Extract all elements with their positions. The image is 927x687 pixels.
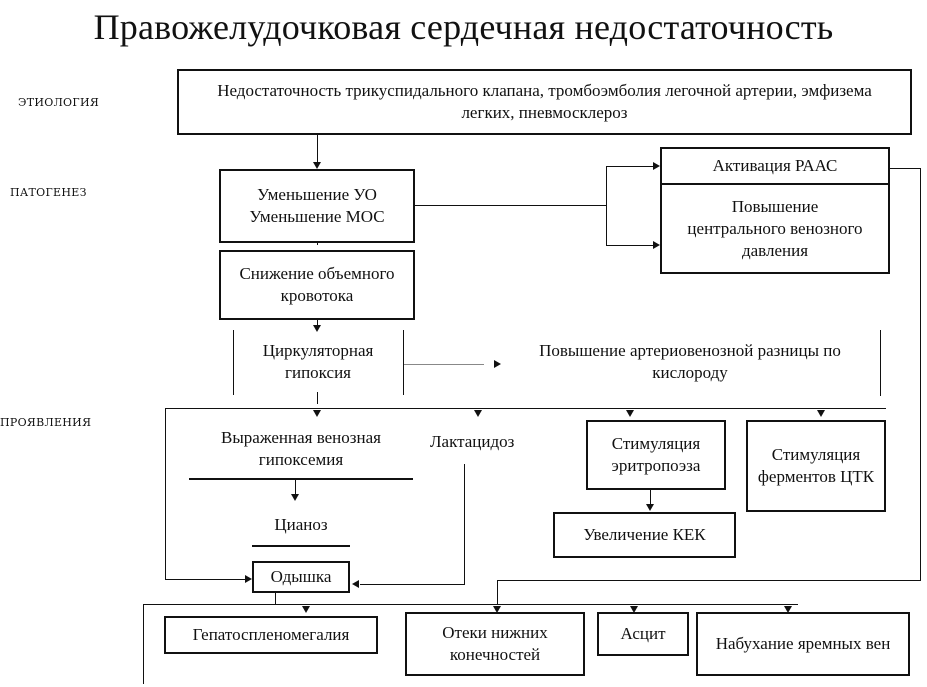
connector-line — [360, 584, 465, 585]
connector-line — [317, 135, 318, 162]
lower-limb-edema-box: Отеки нижних конечностей — [405, 612, 585, 676]
connector-line — [497, 580, 921, 581]
page-title: Правожелудочковая сердечная недостаточно… — [93, 7, 834, 47]
connector-line — [650, 490, 651, 504]
arrow-right-icon — [653, 241, 660, 249]
connector-line — [143, 604, 144, 684]
connector-line — [165, 579, 245, 580]
arrow-down-icon — [784, 606, 792, 613]
lactacidosis-box: Лактацидоз — [430, 432, 515, 451]
connector-line — [920, 168, 921, 580]
cyanosis-box: Цианоз — [252, 505, 350, 547]
connector-line — [880, 330, 881, 396]
dyspnea-box: Одышка — [252, 561, 350, 593]
arrow-down-icon — [313, 410, 321, 417]
blood-flow-decrease-box: Снижение объемного кровотока — [219, 250, 415, 320]
erythropoiesis-box: Стимуляция эритропоэза — [586, 420, 726, 490]
section-label-etiology: ЭТИОЛОГИЯ — [18, 96, 100, 109]
connector-line — [317, 392, 318, 404]
cvp-increase-box: Повышение центрального венозного давлени… — [660, 183, 890, 274]
hepatosplenomegaly-box: Гепатоспленомегалия — [164, 616, 378, 654]
arrow-down-icon — [313, 162, 321, 169]
connector-line — [165, 408, 166, 580]
arrow-down-icon — [313, 325, 321, 332]
arrow-down-icon — [646, 504, 654, 511]
connector-line — [497, 580, 498, 604]
connector-line — [403, 330, 404, 395]
arrow-right-icon — [245, 575, 252, 583]
reduced-output-box: Уменьшение УО Уменьшение МОС — [219, 169, 415, 243]
kek-increase-box: Увеличение КЕК — [553, 512, 736, 558]
connector-line — [415, 205, 607, 206]
arrow-down-icon — [493, 606, 501, 613]
arrow-down-icon — [291, 494, 299, 501]
arrow-right-icon — [494, 360, 501, 368]
connector-line — [890, 168, 920, 169]
connector-line — [275, 593, 276, 605]
arrow-down-icon — [474, 410, 482, 417]
connector-line — [606, 166, 653, 167]
connector-line — [143, 604, 798, 605]
connector-line — [295, 480, 296, 494]
connector-line — [233, 330, 234, 395]
ascites-box: Асцит — [597, 612, 689, 656]
arrow-down-icon — [817, 410, 825, 417]
connector-line — [464, 464, 465, 584]
connector-line — [317, 243, 318, 245]
connector-line — [404, 364, 484, 365]
venous-hypoxemia-box: Выраженная венозная гипоксемия — [189, 420, 413, 480]
jugular-vein-distension-box: Набухание яремных вен — [696, 612, 910, 676]
section-label-manifestations: ПРОЯВЛЕНИЯ — [0, 416, 92, 429]
av-difference-label: Повышение артериовенозной разницы по кис… — [539, 341, 841, 382]
arrow-down-icon — [630, 606, 638, 613]
raas-activation-box: Активация РААС — [660, 147, 890, 185]
arrow-down-icon — [302, 606, 310, 613]
arrow-right-icon — [653, 162, 660, 170]
section-label-pathogenesis: ПАТОГЕНЕЗ — [10, 186, 87, 199]
tca-enzymes-box: Стимуляция ферментов ЦТК — [746, 420, 886, 512]
circulatory-hypoxia-label: Циркуляторная гипоксия — [262, 341, 374, 382]
etiology-box: Недостаточность трикуспидального клапана… — [177, 69, 912, 135]
connector-line — [606, 245, 653, 246]
connector-line — [317, 320, 318, 326]
arrow-left-icon — [352, 580, 359, 588]
connector-line — [165, 408, 886, 409]
arrow-down-icon — [626, 410, 634, 417]
connector-line — [606, 166, 607, 246]
